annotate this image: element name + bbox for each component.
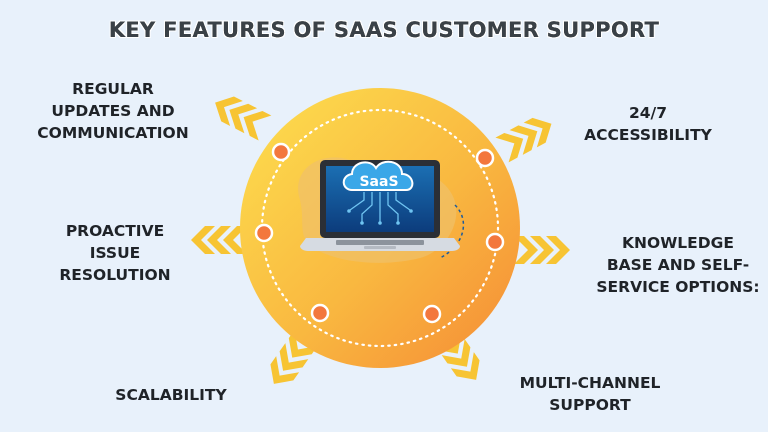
- ring-node: [477, 150, 493, 166]
- feature-label-scalability: SCALABILITY: [96, 384, 246, 406]
- feature-label-accessibility: 24/7 ACCESSIBILITY: [568, 102, 728, 146]
- ring-node: [312, 305, 328, 321]
- cloud-logo-text: SaaS: [359, 174, 398, 190]
- chevron-arrow-top-right: [495, 111, 558, 162]
- chevron-arrow-right: [514, 236, 570, 264]
- chevron-arrow-top-left: [209, 90, 272, 140]
- feature-label-regular-updates: REGULAR UPDATES AND COMMUNICATION: [18, 78, 208, 144]
- chevron-arrow-left: [191, 226, 247, 254]
- feature-label-knowledge-base: KNOWLEDGE BASE AND SELF- SERVICE OPTIONS…: [590, 232, 766, 298]
- ring-node: [487, 234, 503, 250]
- laptop-illustration: SaaS: [300, 160, 460, 251]
- ring-node: [256, 225, 272, 241]
- ring-node: [273, 144, 289, 160]
- page-title: KEY FEATURES OF SAAS CUSTOMER SUPPORT: [0, 18, 768, 42]
- feature-label-proactive: PROACTIVE ISSUE RESOLUTION: [40, 220, 190, 286]
- ring-node: [424, 306, 440, 322]
- feature-label-multi-channel: MULTI-CHANNEL SUPPORT: [500, 372, 680, 416]
